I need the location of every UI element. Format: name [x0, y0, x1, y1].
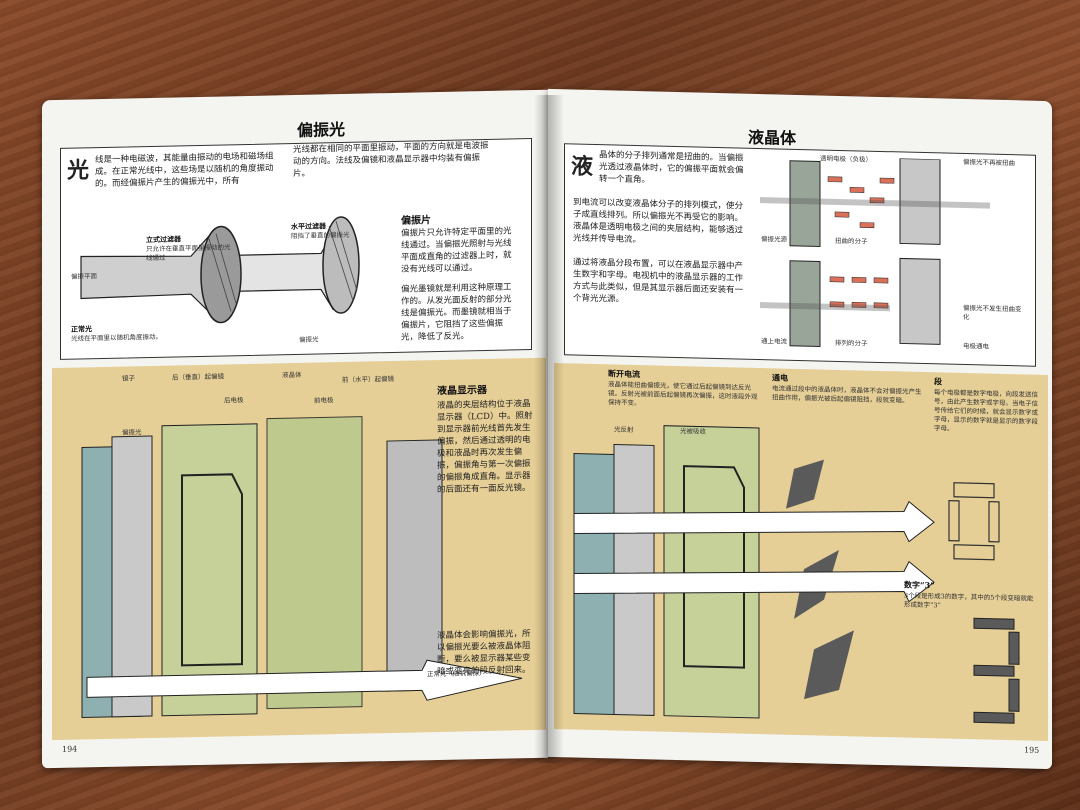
liquid-crystal-panel: 液 晶体的分子排列通常是扭曲的。当偏振光透过液晶体时，它的偏振平面就会偏转一个直…	[564, 143, 1036, 367]
switch-on-text: 电流通过段中的液晶体时，液晶体不会对偏振光产生扭曲作用，偏振光被后起偏镜阻挡，段…	[772, 384, 922, 405]
drop-cap: 光	[67, 157, 90, 184]
lc-molecule-diagram	[760, 157, 990, 348]
right-page-title: 液晶体	[748, 127, 797, 148]
polarizer-heading: 偏振片	[401, 215, 431, 227]
left-page-title: 偏振光	[297, 119, 346, 140]
lc-intro-text: 晶体的分子排列通常是扭曲的。当偏振光透过液晶体时，它的偏振平面就会偏转一个直角。	[599, 150, 744, 186]
light-reflected-label: 光反射	[614, 425, 634, 434]
digit-note: 3个段是形成3的数字，其中的5个段变暗就能形成数字“3”	[904, 591, 1034, 610]
twisted-molecules-label: 扭曲的分子	[835, 236, 868, 246]
lcd-text: 液晶的夹层结构位于液晶显示器（LCD）中。照射到显示器前光线首先发生偏振，然后通…	[437, 399, 533, 496]
switch-on-heading: 通电	[772, 372, 788, 383]
switch-off-heading: 断开电流	[608, 368, 640, 380]
aligned-molecules-label: 排列的分子	[835, 338, 868, 348]
rear-polarizer-label: 后（垂直）起偏镜	[172, 372, 224, 382]
open-book: 偏振光 光 线是一种电磁波，其能量由振动的电场和磁场组成。在正常光线中，这些场是…	[42, 88, 1054, 770]
book-gutter	[534, 95, 564, 763]
vertical-filter-note: 只允许在垂直平面里振动的光线通过	[146, 243, 231, 263]
electrode-powered-label: 电极通电	[963, 341, 989, 351]
lcd-diagram	[81, 416, 523, 718]
normal-light-label: 正常光	[71, 324, 92, 334]
liquid-crystal-label: 液晶体	[282, 370, 302, 380]
digit-label: 数字“3”	[904, 579, 935, 591]
lcd-text-2: 液晶体会影响偏振光，所以偏振光要么被液晶体阻断，要么被显示器某些变暗或变亮的段反…	[437, 629, 531, 678]
drop-cap-right: 液	[571, 153, 594, 180]
no-twist-label: 偏振光不再被扭曲	[963, 157, 1015, 168]
lcd-heading: 液晶显示器	[437, 384, 487, 398]
polarizer-text-2: 偏光墨镜就是利用这种原理工作的。从发光面反射的部分光线是偏振光。而墨镜就相当于偏…	[401, 282, 512, 343]
page-number-right: 195	[1024, 745, 1040, 755]
segment-text: 每个电极都是数字电极，向段发送信号，由此产生数字或字母。当电子信号传给它们的时候…	[934, 388, 1038, 433]
polarization-plane-label: 偏振平面	[71, 272, 97, 281]
segment-heading: 段	[934, 376, 942, 387]
switch-off-text: 液晶体能扭曲偏振光，使它通过后起偏镜到达反光镜。反射光被前面后起偏镜再次偏振，这…	[608, 380, 758, 408]
rear-electrode-label: 后电极	[224, 396, 244, 405]
intro-text: 线是一种电磁波，其能量由振动的电场和磁场组成。在正常光线中，这些场是以随机的角度…	[95, 151, 274, 190]
lc-text-3: 通过将液晶分段布置，可以在液晶显示器中产生数字和字母。电视机中的液晶显示器的工作…	[573, 257, 744, 305]
page-number-left: 194	[62, 744, 78, 754]
left-page: 偏振光 光 线是一种电磁波，其能量由振动的电场和磁场组成。在正常光线中，这些场是…	[42, 89, 548, 769]
polarized-light-lcd-label: 偏振光	[122, 428, 142, 437]
mirror-label: 镜子	[122, 374, 135, 383]
polarizer-diagram	[80, 216, 360, 324]
polarizer-text: 偏振片只允许特定平面里的光线通过。当偏振光照射与光线平面成直角的过滤器上时，就没…	[401, 226, 512, 275]
horizontal-filter-note: 阻挡了垂直的偏振光	[291, 230, 350, 241]
front-electrode-label: 前电极	[314, 396, 334, 405]
right-page: 液晶体 液 晶体的分子排列通常是扭曲的。当偏振光透过液晶体时，它的偏振平面就会偏…	[548, 88, 1052, 770]
polarized-light-panel: 光 线是一种电磁波，其能量由振动的电场和磁场组成。在正常光线中，这些场是以随机的…	[60, 138, 532, 360]
lc-text-2: 到电流可以改变液晶体分子的排列模式，使分子成直线排列。所以偏振光不再受它的影响。…	[573, 197, 744, 246]
segment-diagram	[573, 425, 1020, 724]
intro-text-continued: 光线都在相同的平面里振动，平面的方向就是电波振动的方向。法线及偏镜和液晶显示器中…	[293, 140, 489, 180]
transparent-electrode-label: 透明电极（负极）	[820, 154, 872, 164]
light-absorbed-label: 光被吸收	[680, 427, 706, 436]
power-on-label: 通上电流	[761, 337, 787, 346]
straight-light-label: 偏振光不发生扭曲变化	[963, 303, 1022, 322]
polarized-source-label: 偏振光源	[761, 235, 787, 244]
polarized-light-label: 偏振光	[299, 335, 319, 344]
front-polarizer-label: 前（水平）起偏镜	[342, 374, 394, 385]
